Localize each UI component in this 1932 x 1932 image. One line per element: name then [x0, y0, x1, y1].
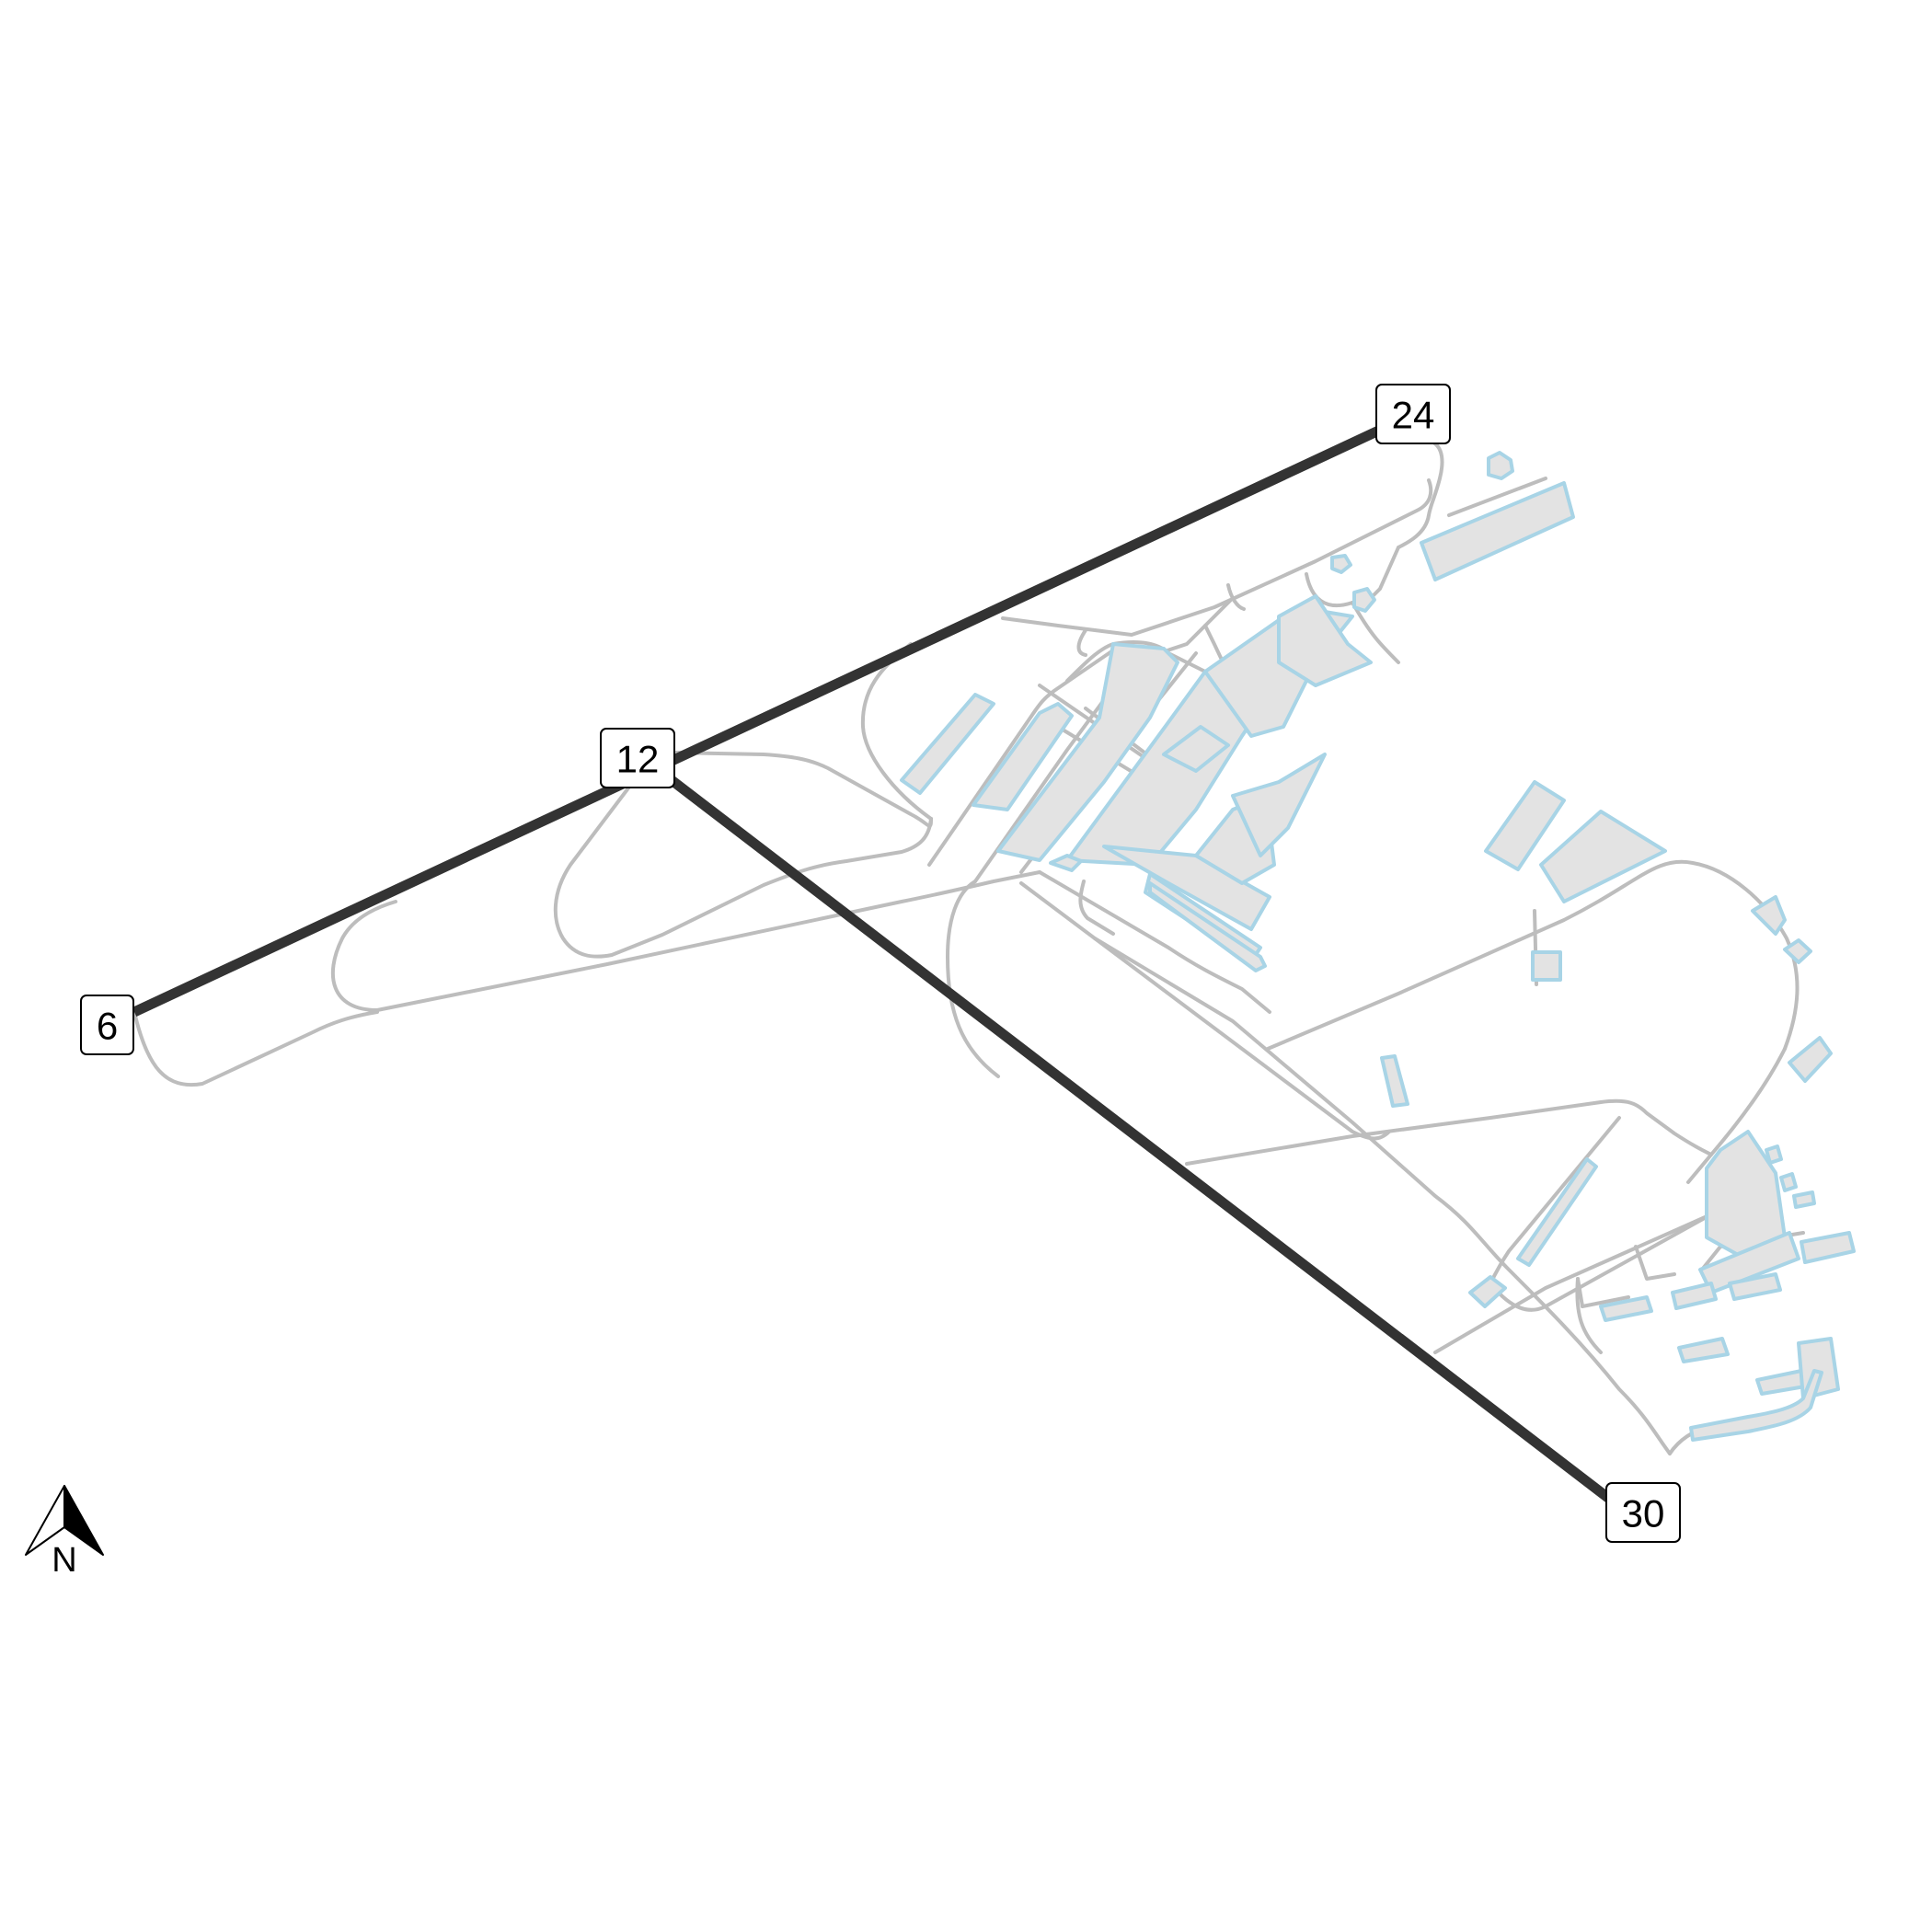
- blob-north-1: [1487, 451, 1514, 480]
- taxiway-network: [132, 437, 1805, 1455]
- hangar-east-cluster-3: [1599, 1295, 1653, 1322]
- pier-south-finger: [1148, 881, 1267, 972]
- building-east-small-3: [1792, 1190, 1816, 1209]
- taxiway-cross-south: [1185, 1098, 1713, 1166]
- hangar-mid-east-1: [1484, 780, 1566, 871]
- hangar-east-cluster-5: [1728, 1272, 1782, 1301]
- taxiway-south-spur: [1433, 1213, 1713, 1354]
- runways: [132, 417, 1632, 1518]
- taxiway-inner-arc: [946, 880, 1000, 1078]
- taxiway-north-parallel: [1001, 478, 1433, 637]
- buildings: [900, 451, 1856, 1442]
- terminal-east-south: [1705, 1130, 1787, 1262]
- runway-end-30-label: 30: [1605, 1482, 1681, 1543]
- taxiway-east-ramp: [1576, 1277, 1630, 1308]
- taxiway-east-south-conn: [1575, 1277, 1603, 1354]
- taxiway-arc-north: [860, 642, 933, 821]
- taxiway-west-end: [330, 900, 397, 1012]
- runway-end-6-text: 6: [97, 1005, 118, 1048]
- runway-12-30: [640, 754, 1632, 1518]
- blob-east-2: [1783, 938, 1812, 964]
- taxiway-west-loop: [132, 1010, 379, 1087]
- hangar-south-east-1: [1677, 1337, 1730, 1363]
- blob-east-3: [1788, 1036, 1833, 1083]
- taxiway-loop-12: [553, 780, 933, 959]
- blob-north-2: [1330, 554, 1352, 574]
- taxiway-east-loop-down: [1686, 1047, 1787, 1184]
- blob-east-1: [1751, 895, 1787, 936]
- north-arrow-label: N: [52, 1541, 76, 1580]
- hangar-mid-east-2: [1539, 810, 1667, 903]
- taxiway-parallel-south: [375, 870, 1041, 1012]
- taxiway-east-ramp-2: [1634, 1245, 1676, 1281]
- runway-end-12-text: 12: [616, 738, 660, 781]
- taxiway-east-diag: [1489, 1116, 1621, 1285]
- hangar-diag-long: [1516, 1157, 1598, 1267]
- taxiway-apron-diag-1: [927, 642, 1124, 867]
- service-road-building: [1689, 1369, 1823, 1442]
- hangar-west-strip: [900, 693, 995, 795]
- taxiway-north-upper: [1305, 572, 1354, 608]
- hangar-south-strip: [1380, 1054, 1409, 1108]
- taxiway-crossing-2: [1226, 583, 1246, 611]
- terminal-apron-block-1: [972, 702, 1074, 811]
- taxiway-south-long: [1093, 937, 1672, 1455]
- hangar-north-long: [1420, 481, 1575, 581]
- taxiway-mid: [674, 751, 933, 828]
- runway-end-24-label: 24: [1375, 384, 1451, 444]
- runway-end-12-label: 12: [600, 728, 675, 788]
- hangar-east-cluster-4: [1671, 1282, 1718, 1310]
- taxiway-crossover: [1078, 880, 1115, 936]
- taxiway-crossing-1: [1076, 628, 1087, 657]
- taxiway-south-arc: [1038, 870, 1271, 1014]
- taxiway-spur-north: [1447, 477, 1547, 517]
- building-east-small-1: [1765, 1144, 1783, 1165]
- runway-end-6-label: 6: [80, 995, 134, 1055]
- taxiway-apron-east: [1351, 601, 1400, 664]
- hangar-small-oval: [1049, 854, 1083, 872]
- terminal-apron-north: [1277, 594, 1373, 687]
- runway-end-24-text: 24: [1392, 394, 1435, 437]
- north-arrow-right-half: [63, 1485, 104, 1556]
- hangar-small-square: [1531, 950, 1562, 982]
- blob-north-3: [1352, 587, 1376, 613]
- runway-6-24: [132, 417, 1401, 1017]
- pier-east-lower: [1231, 753, 1327, 857]
- hangar-east-block: [1797, 1337, 1840, 1400]
- terminal-main-block: [996, 642, 1179, 862]
- north-arrow: N: [25, 1485, 104, 1580]
- taxiway-east-loop: [1266, 859, 1800, 1051]
- hangar-east-cluster-2: [1800, 1231, 1856, 1264]
- pier-east-diag: [1162, 725, 1230, 773]
- building-east-small-2: [1779, 1172, 1798, 1192]
- hangar-south-small: [1468, 1275, 1507, 1308]
- runway-end-30-text: 30: [1622, 1492, 1665, 1535]
- hangar-south-east-2: [1755, 1369, 1807, 1396]
- taxiway-end-24: [1397, 437, 1444, 549]
